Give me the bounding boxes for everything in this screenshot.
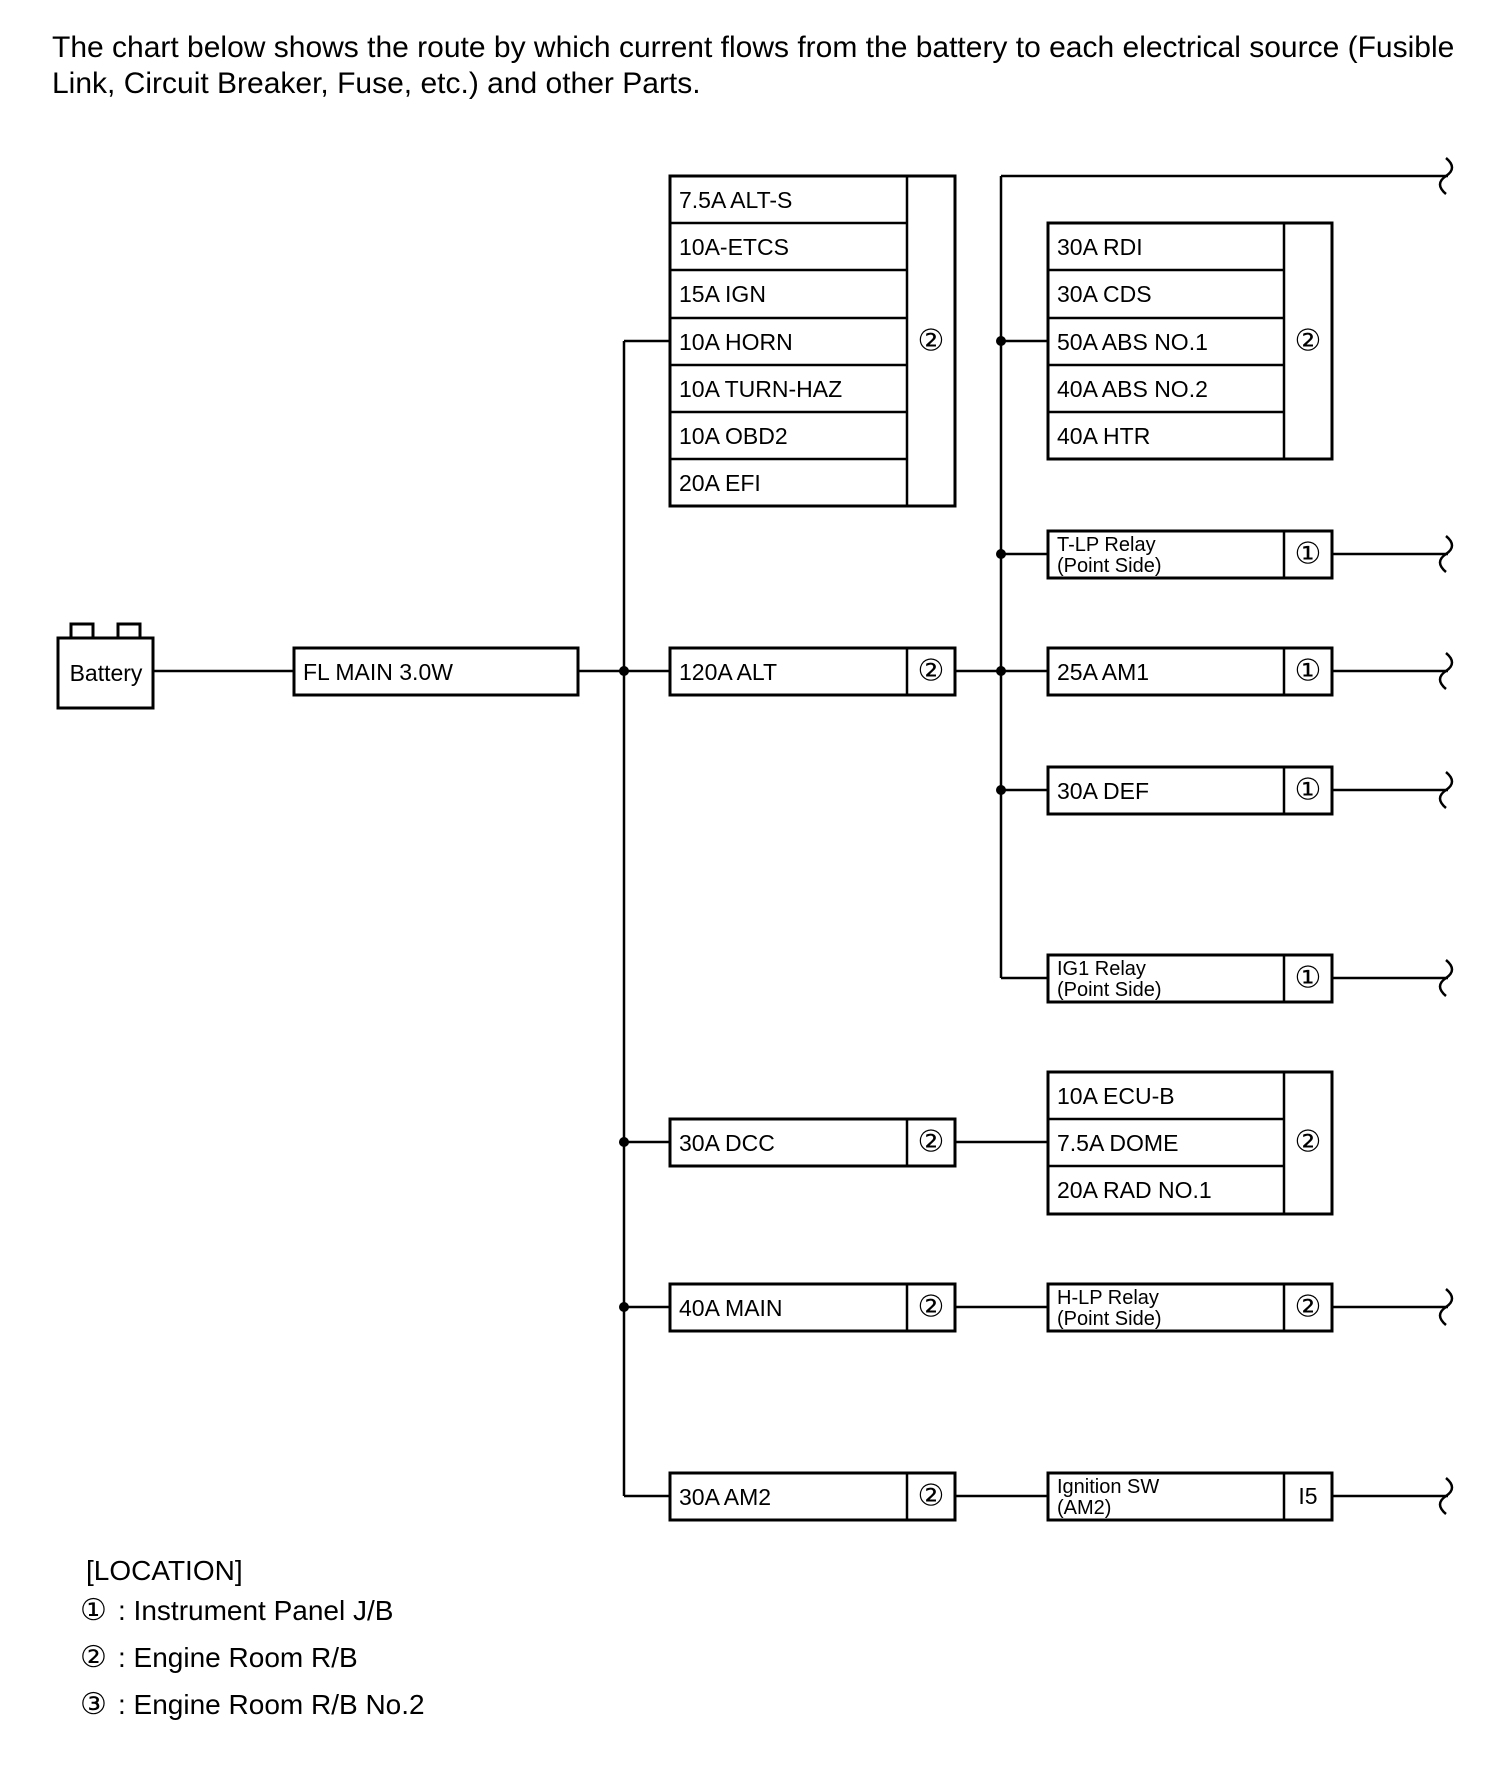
fuse-ign: 15A IGN: [679, 281, 766, 307]
dcc-location: ②: [918, 1126, 945, 1159]
battery-label: Battery: [70, 660, 143, 686]
fuse-rdi: 30A RDI: [1057, 234, 1143, 260]
legend-title: [LOCATION]: [86, 1555, 243, 1586]
tlp-relay: T-LP Relay (Point Side) ①: [1046, 529, 1334, 580]
tlp-relay-location: ①: [1295, 538, 1322, 571]
tlp-relay-line2: (Point Side): [1057, 555, 1162, 577]
am2-location: ②: [918, 1480, 945, 1513]
fuse-group-b: 30A RDI 30A CDS 50A ABS NO.1 40A ABS NO.…: [1046, 221, 1334, 461]
fuse-turn-haz: 10A TURN-HAZ: [679, 376, 842, 402]
main40-location: ②: [918, 1291, 945, 1324]
hlp-relay: H-LP Relay (Point Side) ②: [1046, 1282, 1334, 1333]
fuse-alt: 120A ALT ②: [668, 646, 957, 697]
legend-symbol-1: ①: [80, 1594, 107, 1627]
main40-label: 40A MAIN: [679, 1295, 783, 1321]
legend-symbol-3: ③: [80, 1688, 107, 1721]
continuation-marks: [1438, 157, 1454, 1515]
fuse-am2: 30A AM2 ②: [668, 1471, 957, 1522]
fuse-abs-no2: 40A ABS NO.2: [1057, 376, 1208, 402]
fuse-horn: 10A HORN: [679, 329, 793, 355]
am1-label: 25A AM1: [1057, 659, 1149, 685]
fuse-group-c: 10A ECU-B 7.5A DOME 20A RAD NO.1 ②: [1046, 1070, 1334, 1216]
fuse-ecu-b: 10A ECU-B: [1057, 1083, 1175, 1109]
ignition-switch: Ignition SW (AM2) I5: [1046, 1471, 1334, 1522]
location-legend: [LOCATION] ① : Instrument Panel J/B ② : …: [80, 1555, 425, 1721]
legend-symbol-2: ②: [80, 1641, 107, 1674]
def-location: ①: [1295, 774, 1322, 807]
fuse-obd2: 10A OBD2: [679, 423, 788, 449]
fuse-am1: 25A AM1 ①: [1046, 646, 1334, 697]
fuse-dome: 7.5A DOME: [1057, 1130, 1178, 1156]
intro-text: The chart below shows the route by which…: [52, 31, 1455, 100]
fuse-htr: 40A HTR: [1057, 423, 1150, 449]
dcc-label: 30A DCC: [679, 1130, 775, 1156]
ign-sw-location: I5: [1298, 1483, 1317, 1509]
fuse-abs-no1: 50A ABS NO.1: [1057, 329, 1208, 355]
legend-text-1: : Instrument Panel J/B: [118, 1595, 393, 1626]
battery: Battery: [56, 622, 155, 710]
fuse-cds: 30A CDS: [1057, 281, 1152, 307]
ig1-relay-location: ①: [1295, 962, 1322, 995]
group-b-location: ②: [1295, 325, 1322, 358]
ig1-relay: IG1 Relay (Point Side) ①: [1046, 953, 1334, 1004]
fuse-main40: 40A MAIN ②: [668, 1282, 957, 1333]
fl-main-link: FL MAIN 3.0W: [292, 646, 580, 697]
def-label: 30A DEF: [1057, 778, 1149, 804]
fuse-dcc: 30A DCC ②: [668, 1117, 957, 1168]
group-c-location: ②: [1295, 1126, 1322, 1159]
hlp-relay-line1: H-LP Relay: [1057, 1287, 1159, 1309]
legend-text-2: : Engine Room R/B: [118, 1642, 358, 1673]
am2-label: 30A AM2: [679, 1484, 771, 1510]
fuse-etcs: 10A-ETCS: [679, 234, 789, 260]
hlp-relay-location: ②: [1295, 1291, 1322, 1324]
ign-sw-line1: Ignition SW: [1057, 1476, 1159, 1498]
ign-sw-line2: (AM2): [1057, 1497, 1111, 1519]
am1-location: ①: [1295, 655, 1322, 688]
fuse-def: 30A DEF ①: [1046, 765, 1334, 816]
ig1-relay-line1: IG1 Relay: [1057, 958, 1146, 980]
fl-main-label: FL MAIN 3.0W: [303, 659, 453, 685]
hlp-relay-line2: (Point Side): [1057, 1308, 1162, 1330]
group-a-location: ②: [918, 325, 945, 358]
fuse-efi: 20A EFI: [679, 470, 761, 496]
junction-dots: [619, 336, 1006, 1312]
alt-location: ②: [918, 655, 945, 688]
fuse-group-a: 7.5A ALT-S 10A-ETCS 15A IGN 10A HORN 10A…: [668, 174, 957, 508]
alt-label: 120A ALT: [679, 659, 777, 685]
legend-text-3: : Engine Room R/B No.2: [118, 1689, 425, 1720]
ig1-relay-line2: (Point Side): [1057, 979, 1162, 1001]
fuse-alt-s: 7.5A ALT-S: [679, 187, 792, 213]
fuse-rad-no1: 20A RAD NO.1: [1057, 1177, 1212, 1203]
tlp-relay-line1: T-LP Relay: [1057, 534, 1156, 556]
